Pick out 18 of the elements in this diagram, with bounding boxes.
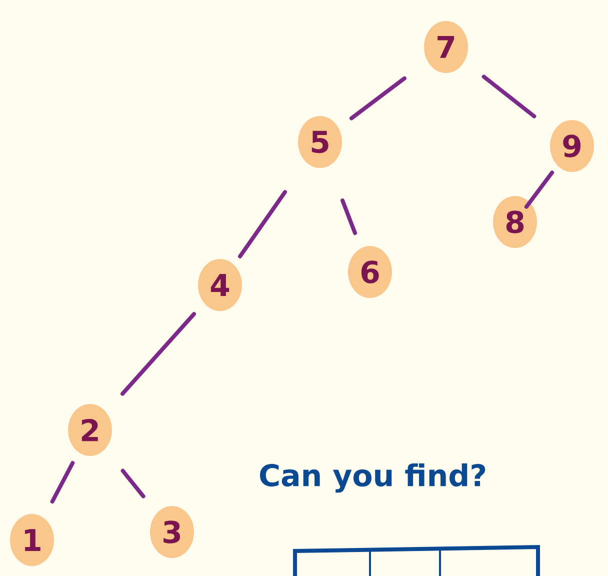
edge-line xyxy=(350,76,406,120)
number-blob: 2 xyxy=(68,404,112,456)
question-text: Can you find? xyxy=(260,463,486,493)
number-blob: 1 xyxy=(10,514,54,566)
number-blob: 8 xyxy=(493,196,537,248)
edge-line xyxy=(524,170,554,209)
edge-line xyxy=(482,74,536,118)
edge-line xyxy=(50,461,75,504)
number-blob: 9 xyxy=(550,120,594,172)
edge-line xyxy=(238,190,287,258)
edge-line xyxy=(340,198,357,235)
number-blob: 5 xyxy=(298,116,342,168)
number-blob: 3 xyxy=(150,506,194,558)
number-blob: 6 xyxy=(348,246,392,298)
number-blob: 4 xyxy=(198,259,242,311)
number-blob: 7 xyxy=(424,21,468,73)
edge-line xyxy=(120,312,196,396)
edge-line xyxy=(120,468,146,498)
